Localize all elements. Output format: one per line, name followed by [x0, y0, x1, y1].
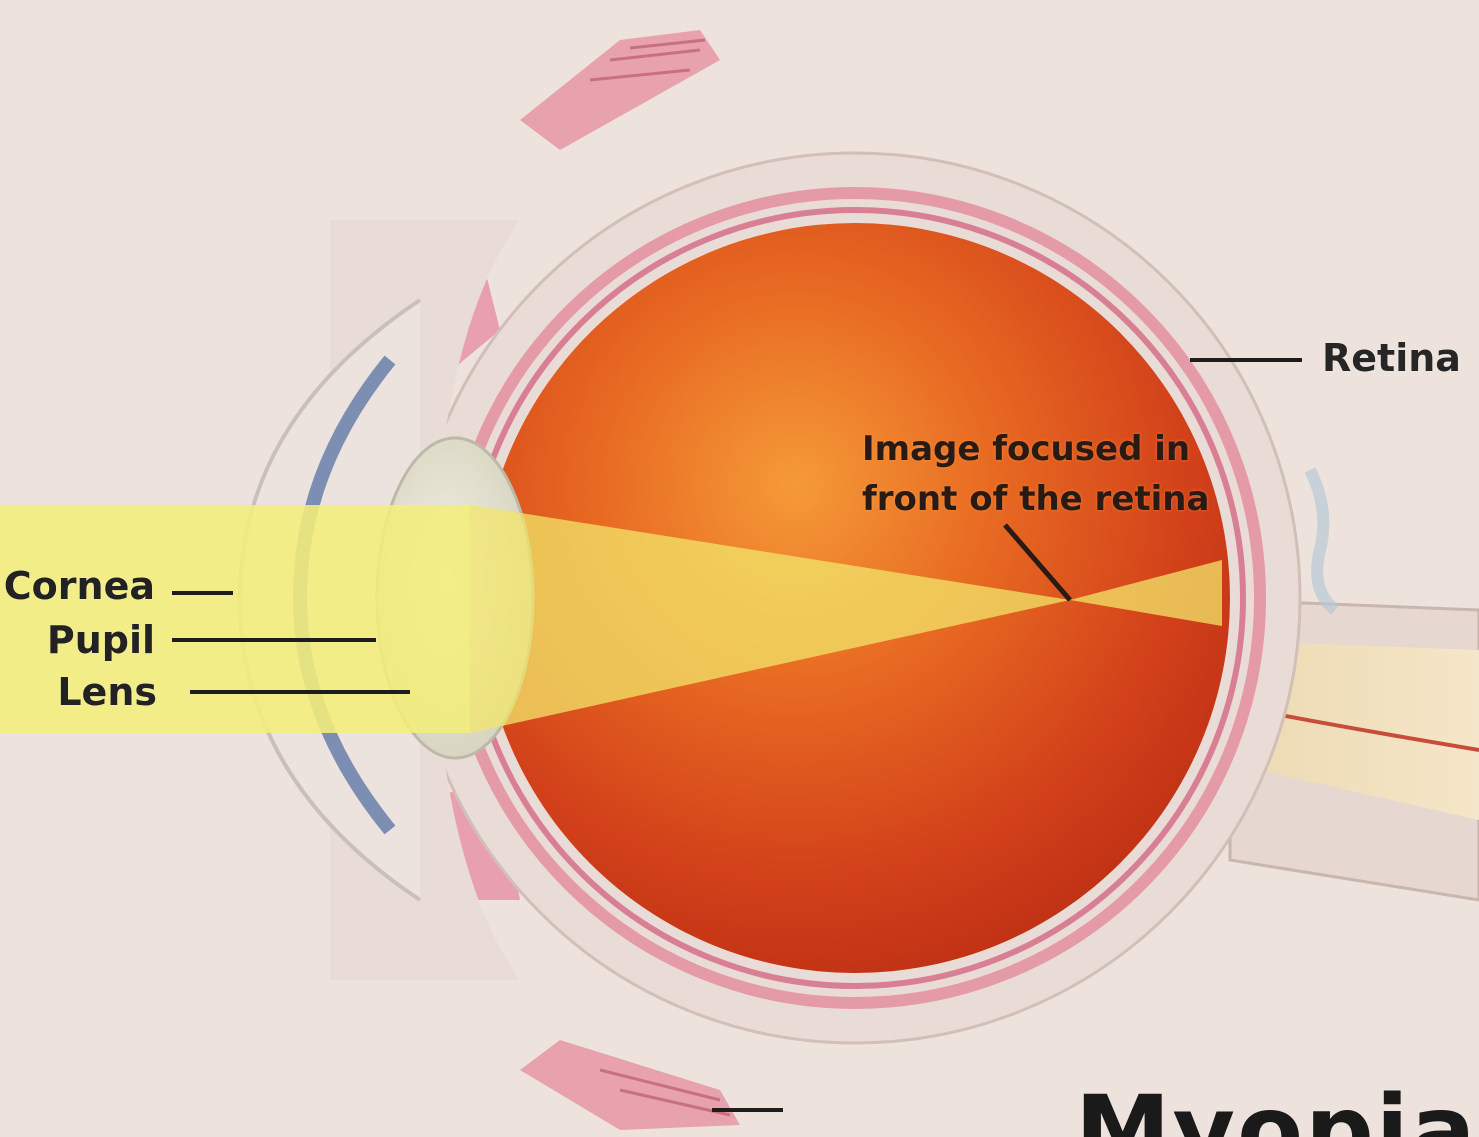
- pupil-label: Pupil: [47, 618, 155, 662]
- muscle-top: [520, 30, 720, 150]
- muscle-bottom: [520, 1040, 740, 1130]
- diagram-title: Myopia: [1075, 1075, 1477, 1137]
- focus-annotation: Image focused in front of the retina: [862, 424, 1209, 524]
- retina-label: Retina: [1322, 336, 1461, 380]
- focus-annotation-line1: Image focused in: [862, 424, 1209, 474]
- focus-annotation-line2: front of the retina: [862, 474, 1209, 524]
- lens-label: Lens: [57, 670, 157, 714]
- cornea-label: Cornea: [4, 564, 155, 608]
